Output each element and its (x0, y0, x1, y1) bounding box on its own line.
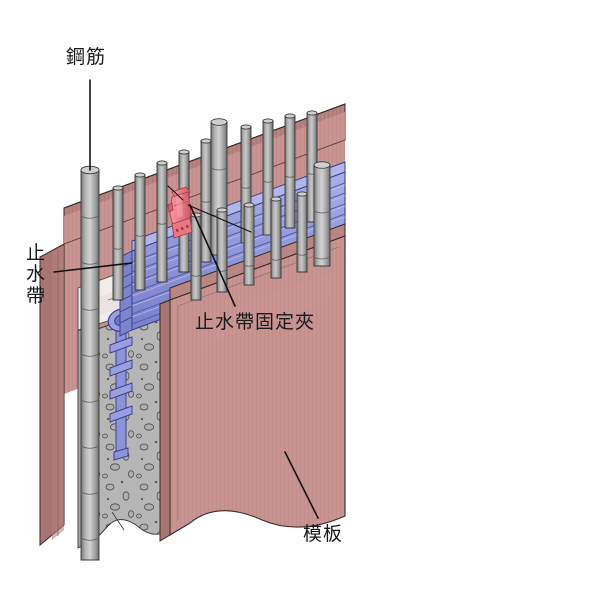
rebar-front-4 (296, 191, 308, 273)
rebar-front-5 (313, 161, 331, 267)
label-waterstop: 止 水 帶 (26, 242, 47, 307)
waterstop-fixing-clip[interactable] (167, 186, 193, 239)
rebar-back-1 (112, 185, 124, 301)
label-rebar: 鋼筋 (66, 46, 107, 68)
rebar-front-0 (190, 212, 202, 301)
clip-pointer-lines (167, 185, 252, 233)
clip-pointer-left (167, 185, 184, 201)
rebar-back-5 (200, 138, 212, 263)
clip-pointer-right (187, 204, 252, 233)
label-formwork: 模板 (303, 523, 344, 545)
rebar-back-2 (134, 172, 146, 291)
rebar-row-front (190, 161, 331, 301)
leader-waterstop (53, 262, 133, 273)
rebar-back-3 (156, 160, 168, 283)
rebar-front-2 (243, 202, 255, 286)
formwork-panel-left (39, 243, 65, 547)
leader-formwork (284, 451, 319, 519)
label-waterstop-clip: 止水帶固定夾 (195, 311, 316, 333)
rebar-back-0 (80, 165, 100, 561)
rebar-back-9 (284, 113, 296, 229)
leader-waterstop-clip (189, 204, 236, 307)
leader-lines (53, 79, 319, 519)
rebar-front-3 (270, 196, 282, 279)
